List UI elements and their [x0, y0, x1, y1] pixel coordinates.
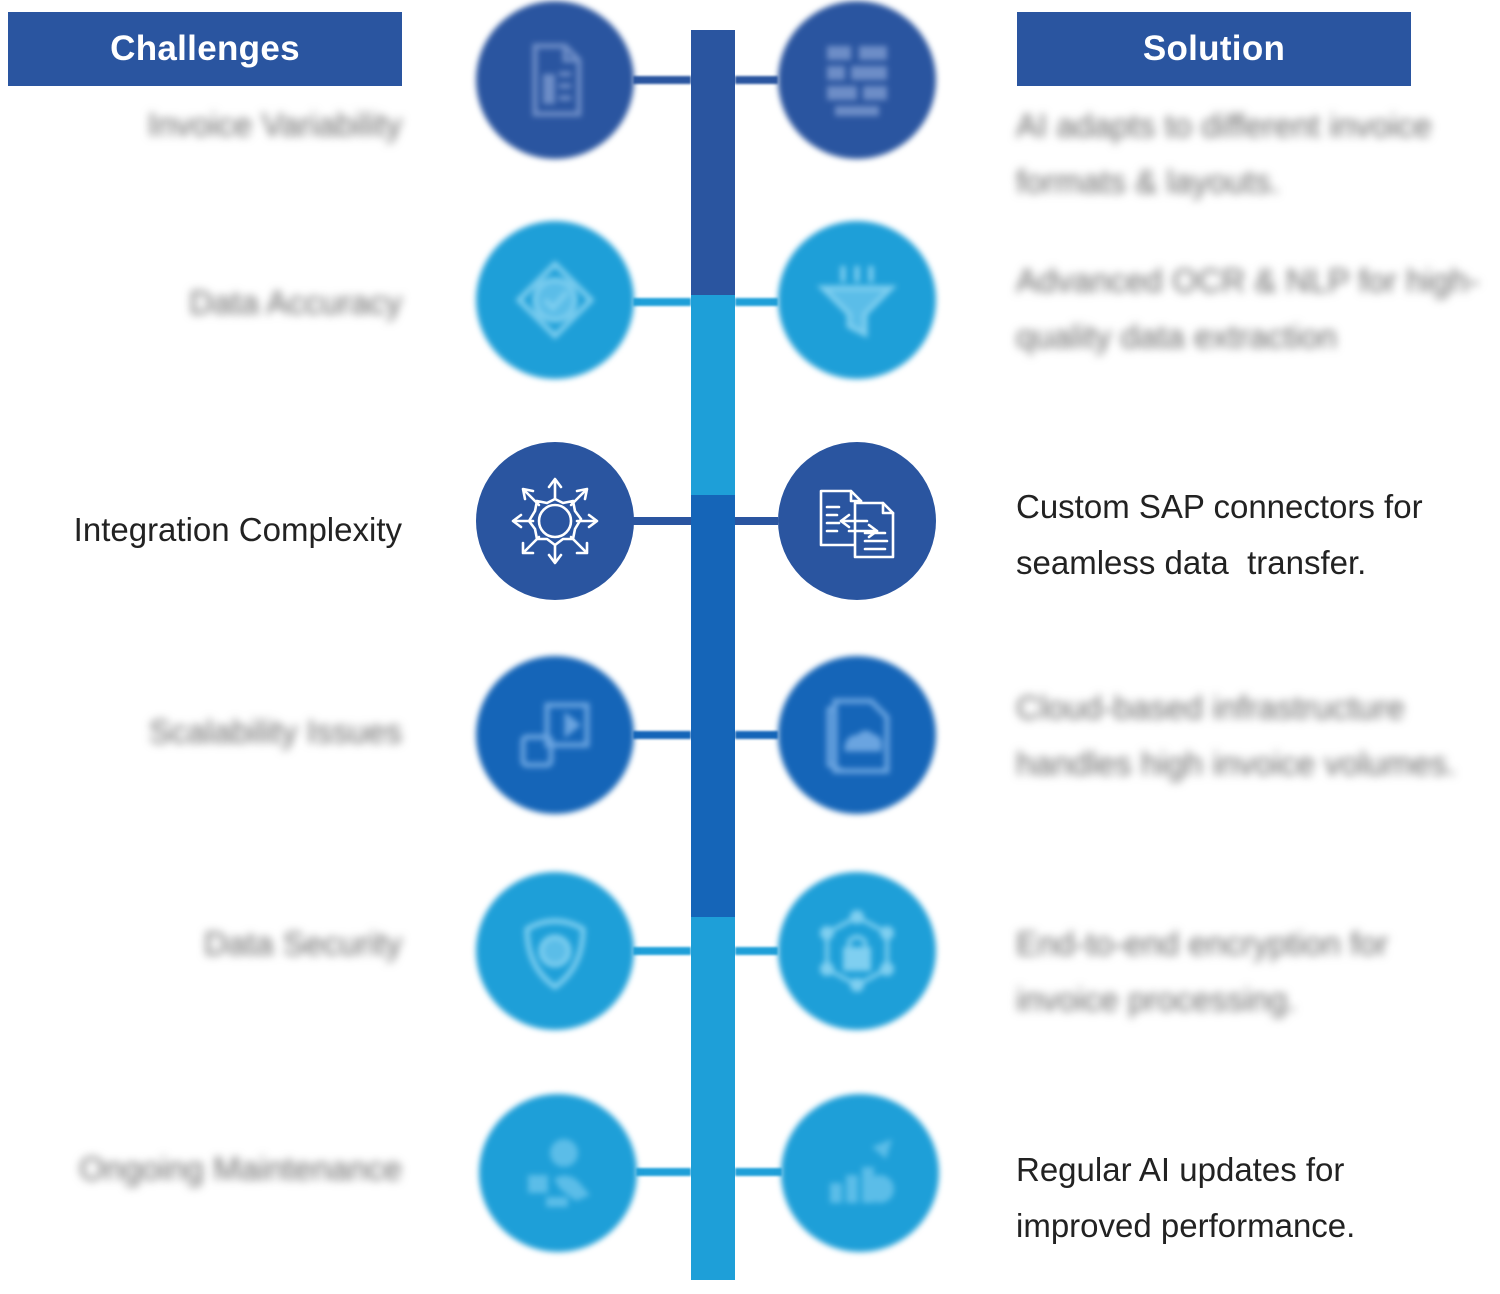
solution-text-5: End-to-end encryption for invoice proces… — [1016, 925, 1389, 1018]
scale-squares-icon — [476, 656, 634, 814]
challenges-header: Challenges — [8, 12, 402, 86]
challenges-header-label: Challenges — [110, 29, 300, 68]
solution-text-2: Advanced OCR & NLP for high-quality data… — [1016, 262, 1480, 355]
solution-text-1: AI adapts to different invoice formats &… — [1016, 107, 1432, 200]
challenge-label-2: Data Accuracy — [189, 284, 402, 321]
data-filter-icon — [778, 221, 936, 379]
connector-left-3 — [633, 517, 691, 525]
connector-right-3 — [735, 517, 778, 525]
solution-text-4: Cloud-based infrastructure handles high … — [1016, 689, 1457, 782]
scan-document-icon — [778, 1, 936, 159]
spine-segment-upper — [691, 295, 735, 495]
spine-segment-middle — [691, 495, 735, 917]
shield-lock-icon — [476, 872, 634, 1030]
connector-left-5 — [633, 947, 691, 955]
connector-left-1 — [633, 76, 691, 84]
document-icon — [476, 1, 634, 159]
solution-header: Solution — [1017, 12, 1411, 86]
growth-chart-icon — [781, 1094, 939, 1252]
challenge-label-3: Integration Complexity — [73, 511, 402, 548]
target-check-icon — [476, 221, 634, 379]
cloud-document-icon — [778, 656, 936, 814]
connector-right-1 — [735, 76, 778, 84]
solution-header-label: Solution — [1142, 29, 1286, 68]
solution-text-6: Regular AI updates for improved performa… — [1016, 1151, 1356, 1244]
network-lock-icon — [778, 872, 936, 1030]
connector-left-4 — [633, 731, 691, 739]
challenge-label-6: Ongoing Maintenance — [79, 1150, 402, 1187]
document-transfer-icon — [778, 442, 936, 600]
spine-segment-bottom — [691, 917, 735, 1280]
connector-left-6 — [636, 1168, 691, 1176]
connector-right-5 — [735, 947, 778, 955]
maintenance-people-icon — [479, 1094, 637, 1252]
challenge-label-4: Scalability Issues — [148, 713, 402, 750]
solution-text-3: Custom SAP connectors for seamless data … — [1016, 488, 1432, 581]
challenge-label-1: Invoice Variability — [147, 106, 402, 143]
connector-right-2 — [735, 298, 778, 306]
connector-right-4 — [735, 731, 778, 739]
gear-arrows-icon — [476, 442, 634, 600]
spine-segment-top — [691, 30, 735, 295]
connector-right-6 — [735, 1168, 782, 1176]
connector-left-2 — [633, 298, 691, 306]
challenge-label-5: Data Security — [203, 925, 402, 962]
